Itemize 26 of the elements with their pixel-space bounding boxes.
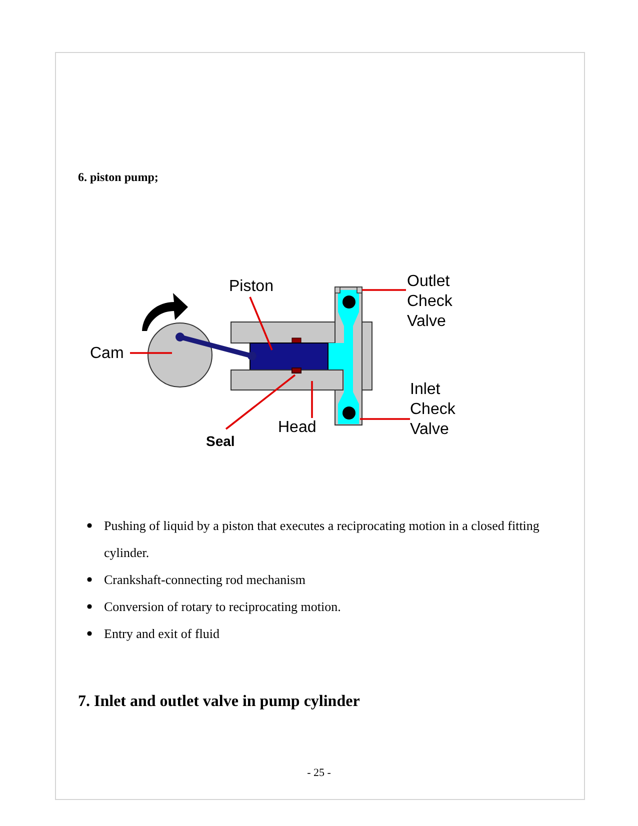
cylinder-head	[230, 370, 344, 390]
piston	[250, 342, 328, 370]
page-number: - 25 -	[307, 767, 331, 779]
leader-line	[225, 374, 296, 430]
section-heading: 6. piston pump;	[78, 170, 158, 185]
bullet-text: Pushing of liquid by a piston that executes a reciprocating motion in a closed fitting cylinder.	[104, 518, 540, 560]
bullet-text: Entry and exit of fluid	[104, 626, 220, 641]
section-heading: 7. Inlet and outlet valve in pump cylinder	[78, 693, 360, 711]
cam-wheel	[148, 322, 212, 388]
leader-line	[249, 296, 273, 350]
bullet-text: Conversion of rotary to reciprocating motion.	[104, 599, 341, 614]
leader-line	[311, 381, 313, 418]
outlet-valve-ball	[342, 296, 356, 308]
part-label: Seal	[206, 431, 246, 451]
seal	[292, 368, 302, 374]
part-label: Cam	[90, 344, 135, 364]
connecting-rod	[176, 332, 256, 360]
part-label: Head	[278, 418, 328, 438]
inlet-valve-ball	[342, 406, 356, 420]
part-label: Piston	[229, 277, 289, 297]
leader-line	[362, 289, 406, 291]
leader-line	[360, 418, 410, 420]
part-label: Outlet Check Valve	[407, 272, 477, 332]
leader-line	[130, 352, 172, 354]
bullet-text: Crankshaft-connecting rod mechanism	[104, 572, 306, 587]
part-label: Inlet Check Valve	[410, 380, 480, 440]
